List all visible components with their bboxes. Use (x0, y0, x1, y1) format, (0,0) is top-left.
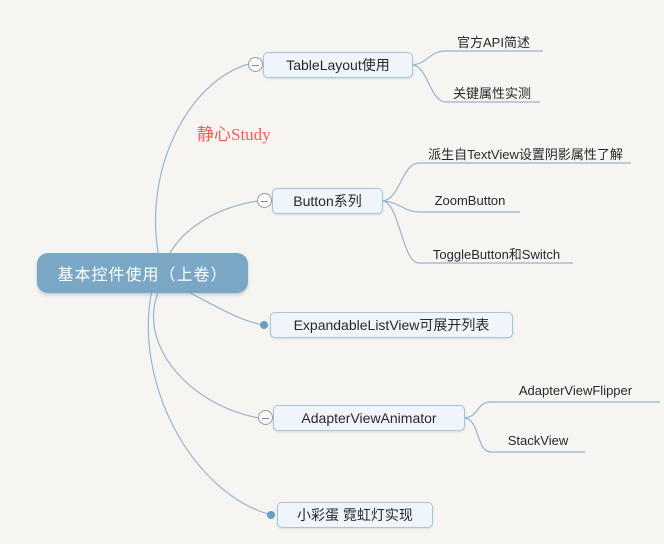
branch-line (464, 417, 585, 453)
node-easter-egg[interactable]: 小彩蛋 霓虹灯实现 (277, 502, 433, 528)
branch-line (382, 200, 520, 213)
branch-line (382, 162, 631, 202)
branch-line (382, 200, 573, 264)
branch-line (412, 64, 540, 103)
branch-dot-easter-egg (267, 511, 275, 519)
leaf-togglebutton-switch[interactable]: ToggleButton和Switch (432, 247, 561, 262)
leaf-key-attributes-test[interactable]: 关键属性实测 (452, 86, 531, 101)
branch-line (412, 50, 543, 66)
node-tablelayout[interactable]: TableLayout使用 (263, 52, 413, 78)
watermark-text: 静心Study (197, 125, 271, 144)
collapse-minus-icon-adapterviewanimator[interactable] (258, 410, 273, 425)
branch-line (464, 401, 660, 419)
collapse-minus-icon-button-series[interactable] (257, 193, 272, 208)
branch-line (147, 289, 272, 516)
leaf-adapterviewflipper[interactable]: AdapterViewFlipper (518, 383, 633, 398)
leaf-official-api-overview[interactable]: 官方API简述 (457, 35, 530, 50)
root-node[interactable]: 基本控件使用（上卷） (37, 253, 248, 293)
node-adapterviewanimator[interactable]: AdapterViewAnimator (273, 405, 465, 431)
branch-line (155, 63, 250, 264)
leaf-zoombutton[interactable]: ZoomButton (434, 193, 506, 208)
branch-dot-expandablelistview (260, 321, 268, 329)
branch-line (152, 287, 260, 419)
collapse-minus-icon-tablelayout[interactable] (248, 57, 263, 72)
leaf-textview-shadow-attrs[interactable]: 派生自TextView设置阴影属性了解 (428, 147, 623, 162)
node-expandablelistview[interactable]: ExpandableListView可展开列表 (270, 312, 513, 338)
leaf-stackview[interactable]: StackView (507, 433, 569, 448)
node-button-series[interactable]: Button系列 (272, 188, 383, 214)
